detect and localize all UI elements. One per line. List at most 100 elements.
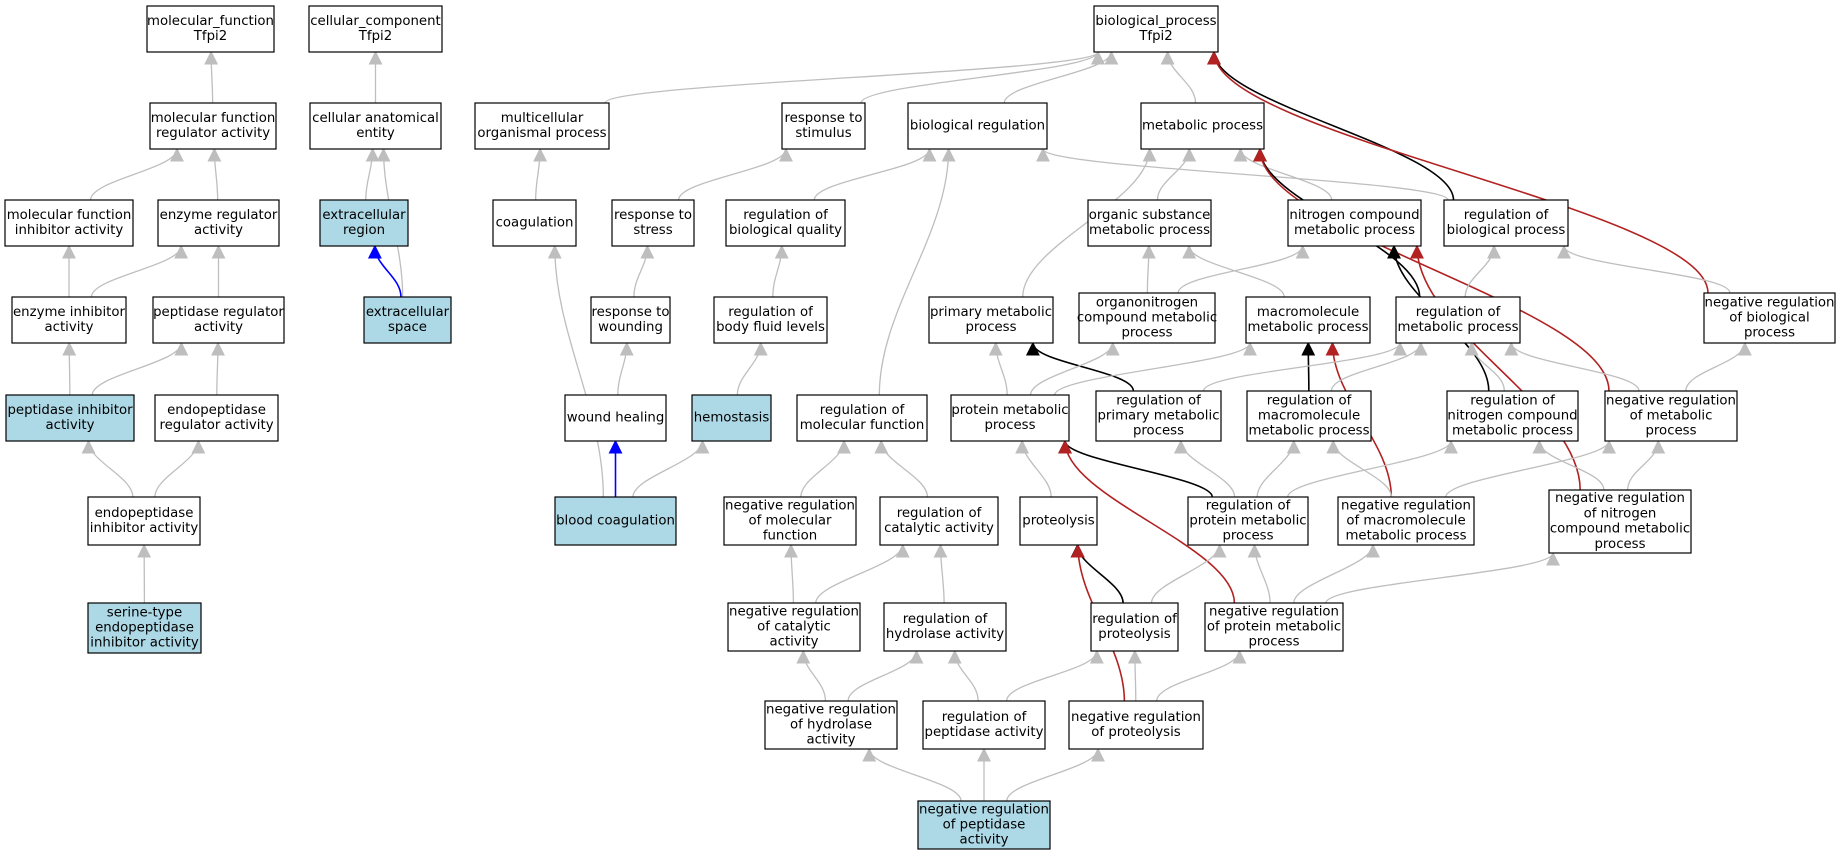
edge-reg_bioproc-to-bp_root <box>1207 50 1455 201</box>
edge-neg_reg_cat-to-reg_cat <box>815 543 910 604</box>
node-label-line: process <box>1744 326 1795 341</box>
node-box <box>1093 5 1219 53</box>
node-label-line: regulation of <box>903 612 988 627</box>
node-box <box>152 296 285 344</box>
node-box <box>1095 390 1222 442</box>
node-label-line: nitrogen compound <box>1447 409 1577 424</box>
node-label-line: peptidase regulator <box>153 305 284 320</box>
node-label-line: of metabolic <box>1630 409 1713 424</box>
node-box <box>950 394 1070 442</box>
node-label-line: activity <box>194 223 243 238</box>
node-label-line: macromolecule <box>1257 305 1359 320</box>
edge-neg_reg_hydro-to-reg_hydro <box>847 649 924 702</box>
node-label-line: process <box>1121 326 1172 341</box>
node-label-line: proteolysis <box>1098 627 1170 642</box>
node-box <box>87 496 201 546</box>
node-label-line: region <box>343 223 385 238</box>
edge-neg_reg_proteolysis-to-neg_reg_protmet <box>1156 649 1247 702</box>
node-label-line: coagulation <box>496 216 574 231</box>
node-label-line: metabolic process <box>1089 223 1210 238</box>
node-label-line: negative regulation <box>1705 295 1835 310</box>
node-label-line: metabolic process <box>1397 320 1518 335</box>
node-label-line: negative regulation <box>1209 604 1339 619</box>
edge-neg_reg_bio-to-reg_bioproc <box>1557 244 1731 294</box>
edge-reg_prim-to-prim_met <box>1025 341 1135 392</box>
node-box <box>1087 199 1212 247</box>
node-label-line: space <box>388 320 427 335</box>
node-label-line: peptidase activity <box>925 725 1044 740</box>
node-label-line: negative regulation <box>766 702 896 717</box>
node-label-line: biological process <box>1447 223 1566 238</box>
node-box <box>727 602 861 652</box>
node-box <box>149 102 277 150</box>
edge-reg_proteolysis-to-reg_protmet <box>1150 543 1227 604</box>
node-label-line: of macromolecule <box>1346 514 1465 529</box>
node-label-line: enzyme inhibitor <box>13 305 126 320</box>
node-label-line: endopeptidase <box>95 621 194 636</box>
node-label-line: response to <box>785 111 863 126</box>
edge-coag-to-multi <box>533 147 548 201</box>
edge-endo_inhib-to-endo_reg <box>154 439 206 498</box>
edge-neg_reg_macro-to-neg_reg_met <box>1445 439 1616 498</box>
node-box <box>154 394 279 442</box>
edge-neg_reg_met-to-reg_met <box>1504 341 1640 392</box>
node-label-line: activity <box>959 833 1008 848</box>
node-coag: coagulation <box>492 199 577 247</box>
edge-hemo-to-reg_body <box>736 341 768 396</box>
edge-reg_pep-to-reg_proteolysis <box>1005 649 1104 702</box>
edge-neg_reg_pep-to-neg_reg_hydro <box>862 747 962 802</box>
edge-neg_reg_protmet-to-neg_reg_macro <box>1293 543 1380 604</box>
edge-neg_reg_nitro-to-reg_nitro <box>1532 439 1605 491</box>
node-box <box>917 800 1051 850</box>
node-box <box>474 102 610 150</box>
node-label-line: activity <box>806 733 855 748</box>
node-box <box>5 394 135 442</box>
node-label-line: process <box>1594 537 1645 552</box>
node-label-line: inhibitor activity <box>15 223 124 238</box>
node-label-line: regulator activity <box>159 418 273 433</box>
node-label-line: regulation of <box>897 506 982 521</box>
edge-reg_protmet-to-prot_met <box>1058 439 1214 498</box>
edge-reg_cat-to-reg_molfunc <box>874 439 929 498</box>
node-label-line: of biological <box>1729 311 1809 326</box>
node-label-line: metabolic process <box>1452 424 1573 439</box>
node-box <box>1443 199 1569 247</box>
node-box <box>554 496 677 546</box>
node-label-line: nitrogen compound <box>1289 208 1419 223</box>
node-label-line: organismal process <box>477 126 606 141</box>
node-box <box>1187 496 1309 546</box>
node-label-line: regulation of <box>1464 208 1549 223</box>
node-label-line: process <box>1645 424 1696 439</box>
node-label-line: function <box>763 529 817 544</box>
node-label-line: extracellular <box>366 305 450 320</box>
node-label-line: endopeptidase <box>95 506 194 521</box>
edge-nitro-to-met_proc <box>1233 147 1333 201</box>
node-box <box>1337 496 1475 546</box>
node-label-line: regulation of <box>1470 393 1555 408</box>
node-label-line: endopeptidase <box>167 403 266 418</box>
node-wound: wound healing <box>564 394 667 442</box>
edge-reg_macro-to-reg_met <box>1330 341 1428 392</box>
node-label-line: organic substance <box>1089 208 1211 223</box>
node-label-line: macromolecule <box>1258 409 1360 424</box>
node-label-line: protein metabolic <box>951 403 1068 418</box>
edge-prim_met-to-met_proc <box>1022 147 1157 298</box>
node-label-line: process <box>1248 635 1299 650</box>
node-label-line: process <box>1222 529 1273 544</box>
node-box <box>691 394 772 442</box>
